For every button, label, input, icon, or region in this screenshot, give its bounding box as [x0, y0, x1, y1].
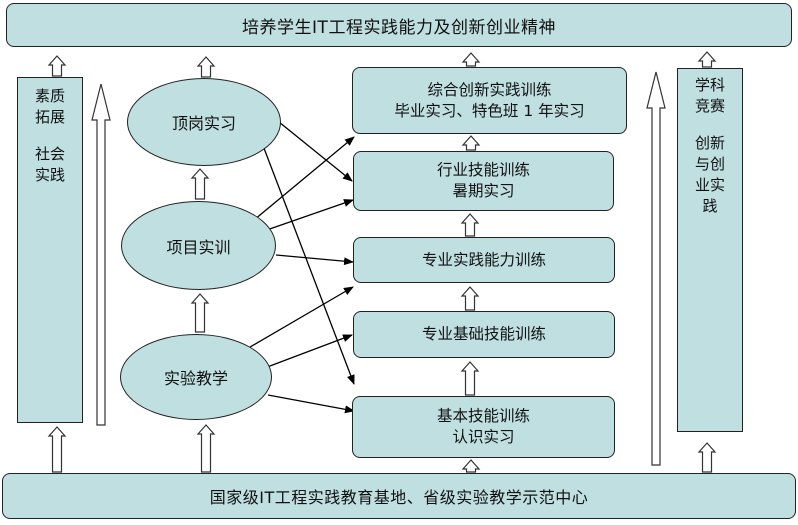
oval-lab-teaching: 实验教学: [120, 334, 272, 420]
arrow-industry-to-comprehensive: [461, 135, 481, 151]
oval-internship-label: 顶岗实习: [171, 114, 236, 133]
arrow-bottom-to-right-panel: [697, 442, 717, 473]
stage-comprehensive-innovation: 综合创新实践训练 毕业实习、特色班 1 年实习: [352, 67, 627, 134]
hollow-up-arrows: [47, 51, 717, 473]
stage-comprehensive-line1: 综合创新实践训练: [427, 80, 552, 99]
stage-basic-line1: 基本技能训练: [436, 407, 530, 425]
bottom-banner-text: 国家级IT工程实践教育基地、省级实验教学示范中心: [209, 488, 589, 507]
oval-lab-teaching-label: 实验教学: [163, 369, 228, 388]
arrow-internship-to-top: [196, 56, 216, 78]
right-panel-line: 竞赛: [694, 97, 725, 115]
link-project-to-comprehensive: [253, 136, 355, 221]
right-panel-line: 业实: [694, 176, 725, 194]
stage-professional-basic-line1: 专业基础技能训练: [421, 325, 546, 343]
link-lab-to-practice: [244, 286, 354, 351]
arrow-bottom-to-basic: [461, 459, 481, 473]
right-panel-competition: 学科 竞赛 创新 与创 业实 践: [677, 68, 743, 432]
right-panel-line: 践: [702, 197, 718, 215]
arrow-basic-pro-to-practice: [460, 286, 480, 311]
stage-comprehensive-line2: 毕业实习、特色班 1 年实习: [394, 101, 585, 120]
arrow-basic-to-basic-pro: [460, 361, 480, 396]
tall-arrow-left: [91, 83, 111, 426]
top-banner-text: 培养学生IT工程实践能力及创新创业精神: [242, 17, 556, 38]
stage-industry-line1: 行业技能训练: [436, 161, 530, 179]
left-panel-line: 拓展: [34, 108, 65, 126]
stage-professional-basic: 专业基础技能训练: [353, 311, 615, 358]
link-project-to-industry: [260, 199, 354, 233]
link-project-to-practice: [275, 254, 354, 266]
arrow-bottom-to-lab: [196, 424, 216, 473]
stage-industry-line2: 暑期实习: [452, 182, 515, 200]
stage-basic-line2: 认识实习: [452, 428, 515, 446]
arrow-practice-to-industry: [460, 213, 480, 237]
top-banner: 培养学生IT工程实践能力及创新创业精神: [6, 3, 792, 47]
stage-professional-practice-line1: 专业实践能力训练: [421, 250, 546, 269]
stage-industry-skills: 行业技能训练 暑期实习: [353, 151, 614, 211]
oval-project-training-label: 项目实训: [166, 237, 231, 257]
tall-up-arrows: [91, 71, 666, 466]
arrow-left-panel-to-top: [47, 55, 67, 77]
left-panel-line: 实践: [34, 166, 65, 184]
right-panel-line: 与创: [694, 155, 725, 173]
arrow-lab-to-project: [190, 293, 210, 333]
right-panel-line: 学科: [694, 76, 725, 94]
arrow-comprehensive-to-top: [461, 52, 481, 67]
left-panel-line: 社会: [34, 145, 65, 163]
link-lab-to-basic-pro: [261, 334, 353, 370]
left-panel-line: 素质: [34, 87, 65, 105]
link-lab-to-basic: [267, 394, 355, 414]
bottom-banner: 国家级IT工程实践教育基地、省级实验教学示范中心: [2, 473, 796, 519]
arrow-project-to-internship: [190, 168, 210, 200]
tall-arrow-right: [646, 71, 666, 466]
link-internship-to-industry: [278, 121, 353, 182]
link-internship-to-basic: [261, 142, 355, 385]
stage-basic-skills: 基本技能训练 认识实习: [352, 396, 615, 458]
oval-to-stage-arrows: [244, 121, 355, 414]
right-panel-line: 创新: [694, 134, 725, 152]
stage-professional-practice: 专业实践能力训练: [353, 237, 615, 283]
arrow-right-panel-to-top: [697, 51, 717, 68]
left-panel-quality-development: 素质 拓展 社会 实践: [17, 77, 83, 423]
oval-project-training: 项目实训: [121, 201, 276, 290]
arrow-bottom-to-left-panel: [47, 426, 67, 473]
oval-internship: 顶岗实习: [127, 78, 281, 166]
